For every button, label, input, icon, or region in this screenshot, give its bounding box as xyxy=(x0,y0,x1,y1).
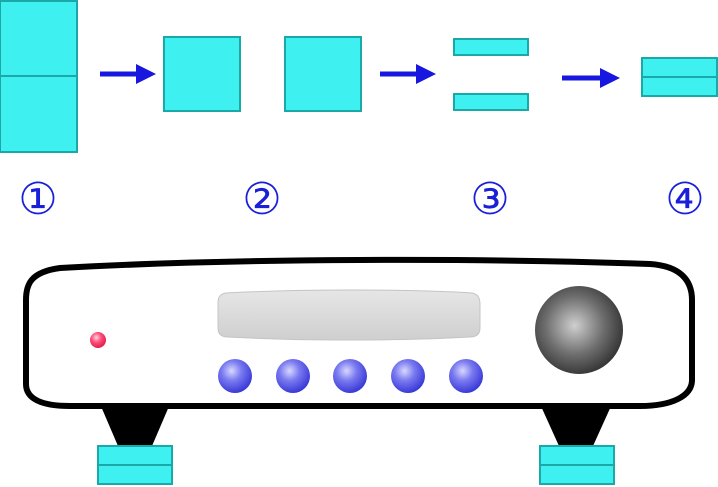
pad-bottom xyxy=(0,75,78,153)
foot-right-cone xyxy=(540,404,612,446)
right-arrow-icon xyxy=(380,64,436,84)
audio-device xyxy=(23,256,695,485)
step-number-1: ① xyxy=(18,174,57,225)
right-arrow-icon xyxy=(562,68,620,88)
step-1-pads xyxy=(0,0,78,153)
pad-thin-bottom xyxy=(641,76,718,97)
front-button[interactable] xyxy=(449,359,483,393)
front-button[interactable] xyxy=(333,359,367,393)
foot-left-pad xyxy=(97,445,173,485)
pad-top xyxy=(0,0,78,77)
front-button[interactable] xyxy=(218,359,252,393)
step-number-3: ③ xyxy=(470,174,509,225)
pad-square xyxy=(163,36,241,112)
pad-strip xyxy=(453,93,529,111)
foot-right-pad xyxy=(539,445,615,485)
power-led-icon xyxy=(90,332,106,348)
step-number-2: ② xyxy=(242,174,281,225)
volume-knob-icon[interactable] xyxy=(535,286,623,374)
step-3-strips xyxy=(453,38,529,111)
pad-thin-top xyxy=(641,57,718,78)
right-arrow-icon xyxy=(100,64,156,84)
pad-strip xyxy=(453,38,529,56)
step-4-pad xyxy=(641,57,718,97)
front-button[interactable] xyxy=(276,359,310,393)
display-panel xyxy=(217,289,481,341)
step-2-pads xyxy=(163,36,362,112)
pad-square xyxy=(284,36,362,112)
button-row xyxy=(218,359,483,393)
step-number-4: ④ xyxy=(665,174,704,225)
foot-left-cone xyxy=(100,404,170,446)
front-button[interactable] xyxy=(391,359,425,393)
